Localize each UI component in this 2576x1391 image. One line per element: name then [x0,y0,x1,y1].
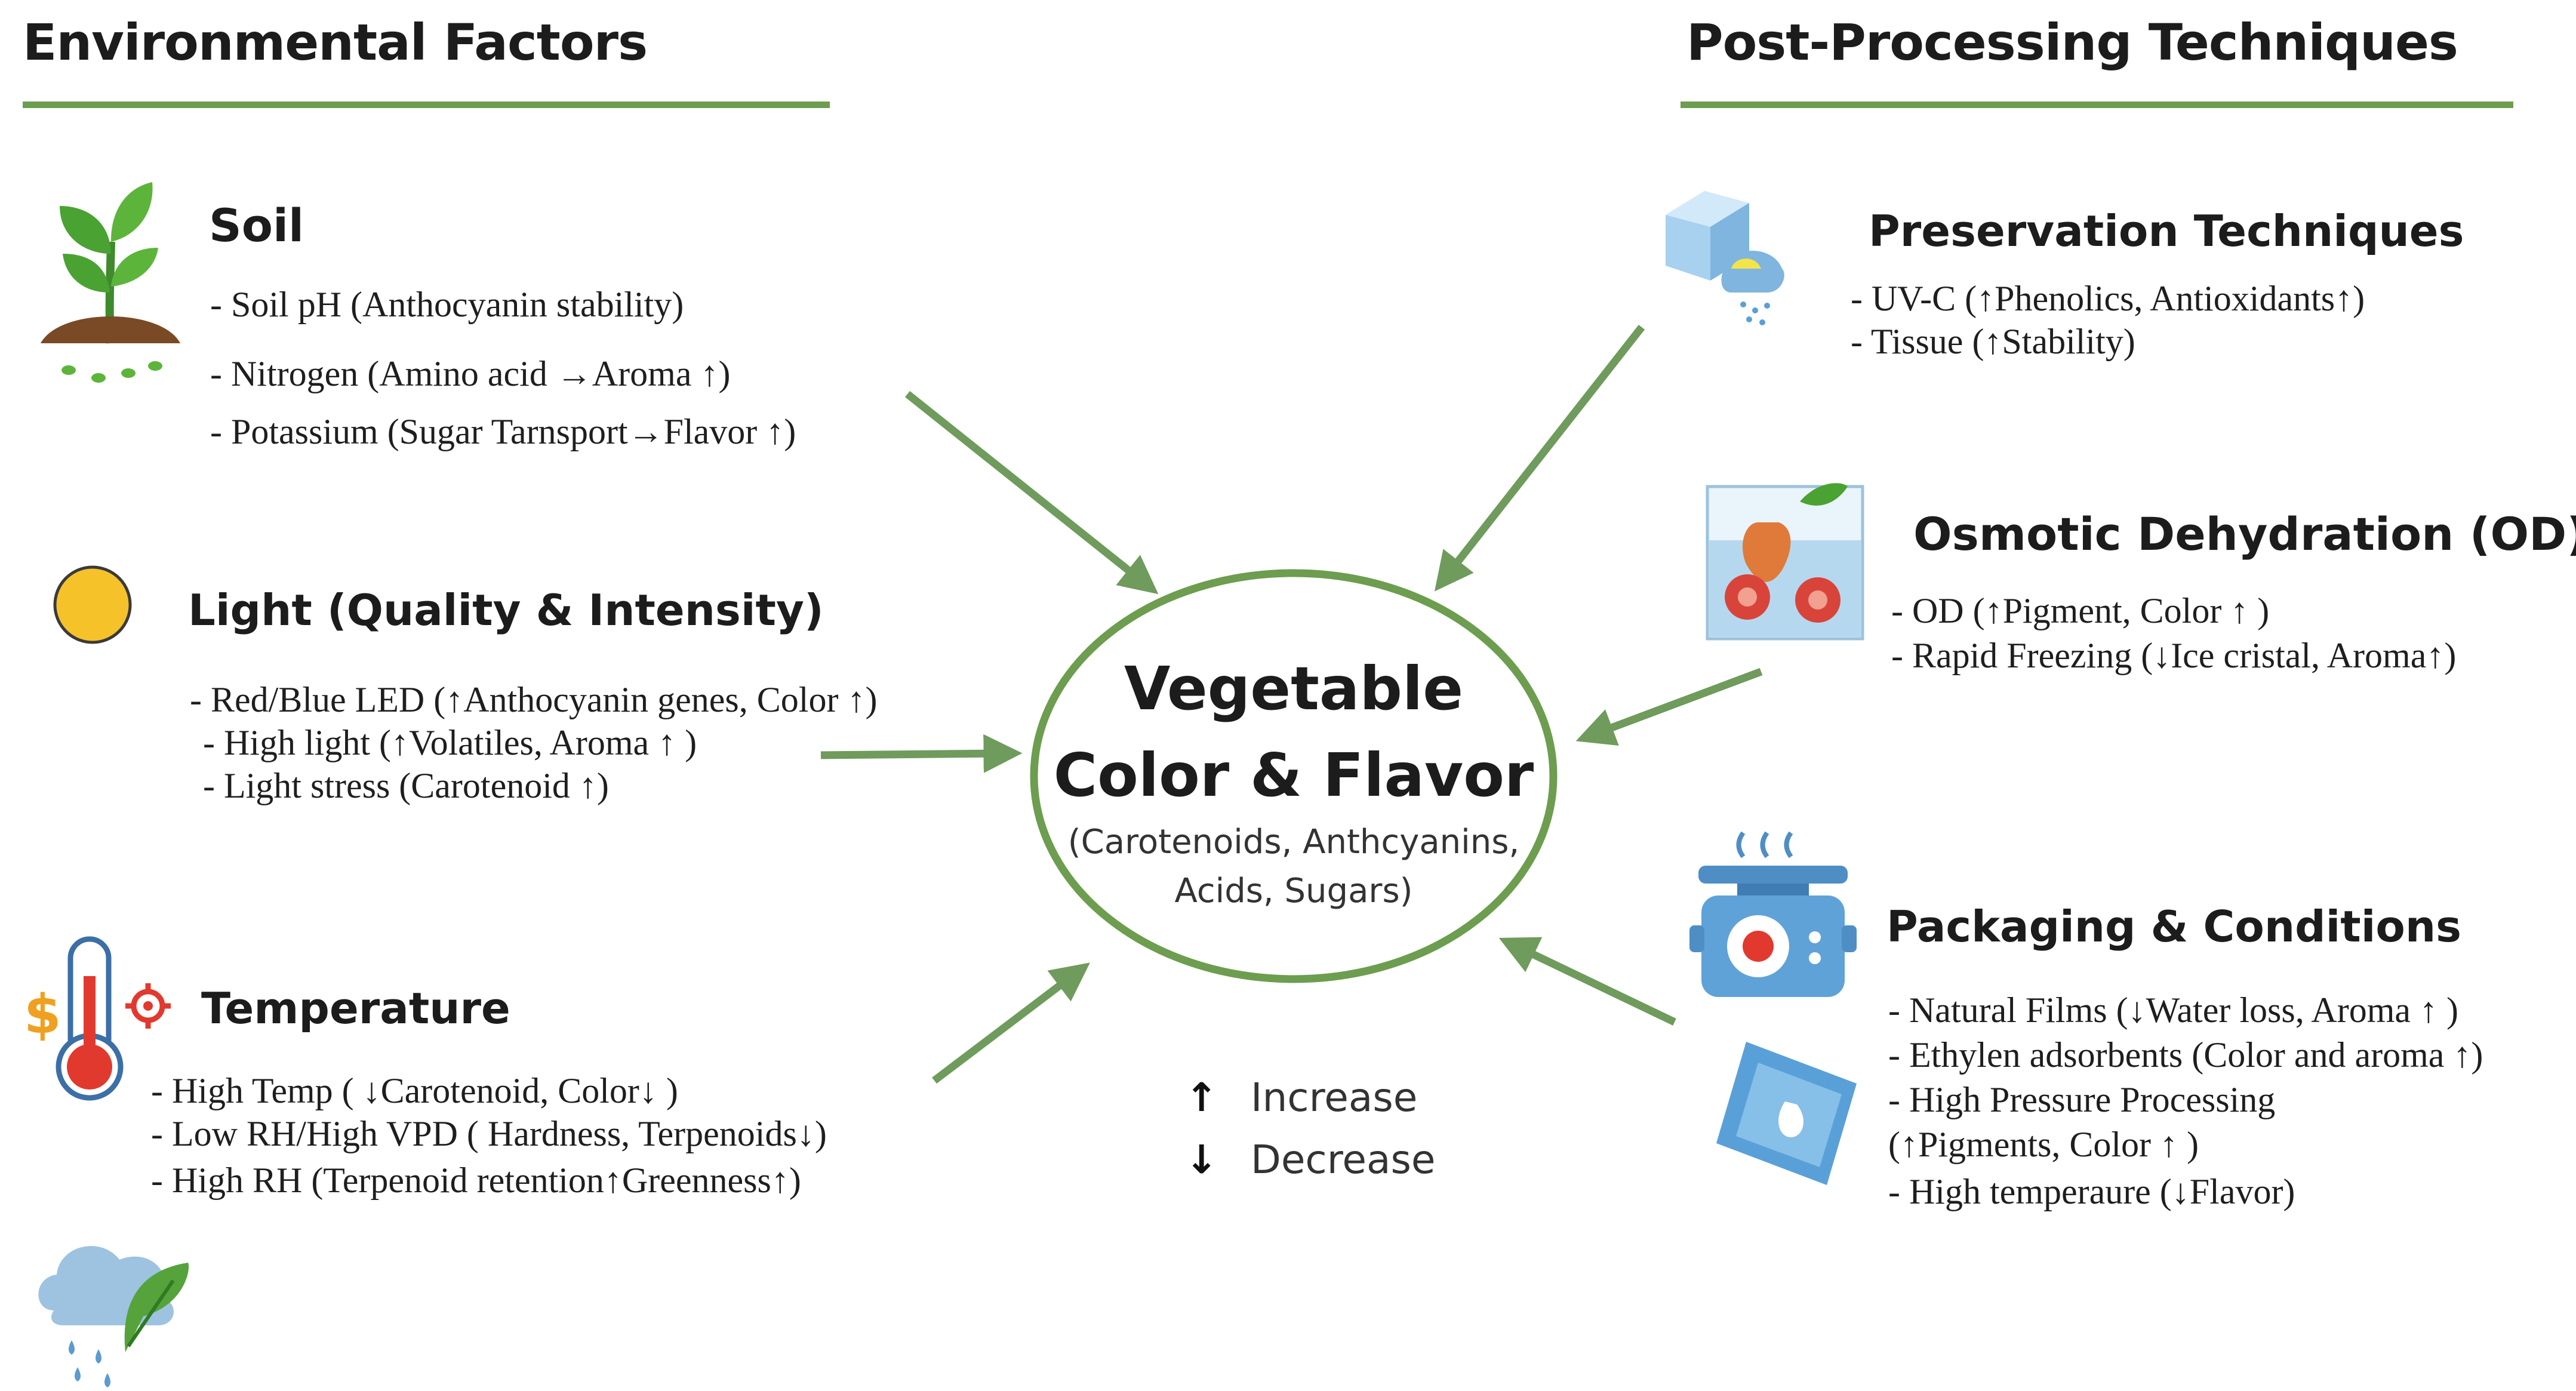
soil-title: Soil [209,199,304,252]
packaging-arrow [1498,937,1676,1026]
temperature-item-1: - High Temp ( ↓Carotenoid, Color↓ ) [151,1071,678,1110]
temperature-item-3: - High RH (Terpenoid retention↑Greenness… [151,1161,801,1200]
center-title-line2: Color & Flavor [1053,740,1534,810]
osmotic-tank-icon [1706,483,1864,641]
temperature-item-2: - Low RH/High VPD ( Hardness, Terpenoids… [151,1114,827,1153]
sun-icon [53,565,132,644]
packaging-bag-icon [1716,1042,1857,1185]
light-item-1: - Red/Blue LED (↑Anthocyanin genes, Colo… [190,680,878,719]
preservation-title: Preservation Techniques [1869,206,2464,256]
preservation-arrow [1434,324,1645,592]
soil-item-1: - Soil pH (Anthocyanin stability) [210,285,684,324]
legend-decrease-label: Decrease [1251,1137,1436,1183]
osmotic-item-2: - Rapid Freezing (↓Ice cristal, Aroma↑) [1891,636,2457,675]
legend-decrease: ↓ Decrease [1185,1137,1435,1183]
light-item-2: - High light (↑Volatiles, Aroma ↑ ) [203,723,697,762]
soil-item-2: - Nitrogen (Amino acid →Aroma ↑) [210,354,731,393]
ice-cube-uv-icon [1666,191,1784,325]
center-subtitle-line1: (Carotenoids, Anthcyanins, [1067,823,1520,861]
left-header: Environmental Factors [23,13,648,72]
packaging-item-4: (↑Pigments, Color ↑ ) [1888,1125,2199,1164]
packaging-item-3: - High Pressure Processing [1888,1080,2276,1119]
thermometer-icon: $ [24,936,171,1101]
rain-cloud-leaf-icon [38,1246,189,1387]
preservation-item-2: - Tissue (↑Stability) [1851,322,2135,361]
packaging-item-2: - Ethylen adsorbents (Color and aroma ↑) [1888,1035,2483,1075]
pressure-cooker-icon [1689,831,1857,997]
osmotic-arrow [1575,667,1763,746]
osmotic-item-1: - OD (↑Pigment, Color ↑ ) [1891,591,2270,630]
right-header-rule [1681,101,2513,108]
soil-item-3: - Potassium (Sugar Tarnsport→Flavor ↑) [210,412,796,451]
osmotic-title: Osmotic Dehydration (OD) [1913,507,2576,561]
center-title-line1: Vegetable [1124,654,1464,724]
center-subtitle-line2: Acids, Sugars) [1174,872,1413,910]
light-item-3: - Light stress (Carotenoid ↑) [203,766,609,805]
packaging-title: Packaging & Conditions [1886,901,2461,952]
temperature-arrow [932,962,1090,1084]
light-title: Light (Quality & Intensity) [188,585,824,635]
center-ellipse [1030,569,1558,983]
up-arrow-icon: ↑ [1185,1075,1218,1121]
temperature-title: Temperature [201,983,510,1033]
packaging-item-1: - Natural Films (↓Water loss, Aroma ↑ ) [1888,990,2458,1030]
svg-text:$: $ [24,983,61,1046]
light-arrow [820,734,1023,773]
legend-increase-label: Increase [1251,1075,1418,1121]
preservation-item-1: - UV-C (↑Phenolics, Antioxidants↑) [1851,279,2365,318]
legend-increase: ↑ Increase [1185,1075,1417,1121]
left-header-rule [23,101,830,108]
right-header: Post-Processing Techniques [1686,13,2458,72]
down-arrow-icon: ↓ [1185,1137,1218,1183]
soil-arrow [904,390,1159,595]
seedling-icon [41,182,180,383]
packaging-item-5: - High temperaure (↓Flavor) [1888,1172,2295,1211]
